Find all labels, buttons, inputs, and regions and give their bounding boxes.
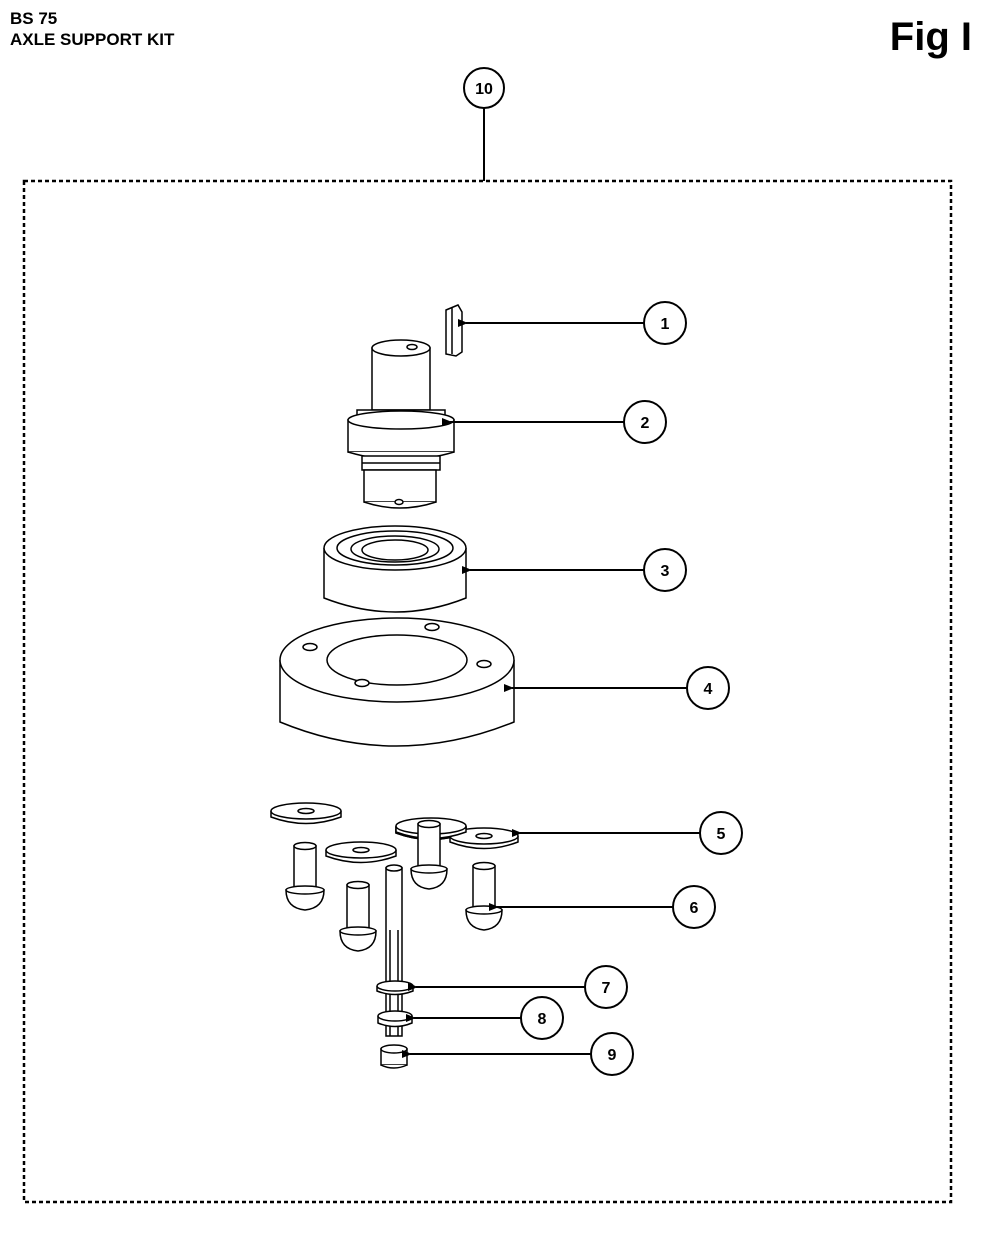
kit-title: AXLE SUPPORT KIT bbox=[10, 30, 175, 49]
kit-boundary bbox=[22, 107, 953, 1204]
callout-2[interactable]: 2 bbox=[623, 400, 667, 444]
callout-3-label: 3 bbox=[661, 563, 670, 580]
callout-9[interactable]: 9 bbox=[590, 1032, 634, 1076]
nut-icon bbox=[377, 1010, 413, 1028]
figure-label: Fig I bbox=[889, 15, 972, 59]
screw-icon bbox=[339, 880, 377, 952]
washer-icon bbox=[325, 841, 397, 864]
header: BS 75 AXLE SUPPORT KIT bbox=[10, 8, 174, 50]
callout-1-label: 1 bbox=[661, 316, 670, 333]
callout-6-label: 6 bbox=[690, 900, 699, 917]
callout-7-label: 7 bbox=[602, 980, 611, 997]
callout-4-label: 4 bbox=[704, 681, 713, 698]
callout-5-label: 5 bbox=[717, 826, 726, 843]
callout-5[interactable]: 5 bbox=[699, 811, 743, 855]
model-label: BS 75 bbox=[10, 9, 58, 28]
screw-icon bbox=[465, 861, 503, 931]
callout-3[interactable]: 3 bbox=[643, 548, 687, 592]
callout-2-label: 2 bbox=[641, 415, 650, 432]
axle-shaft-icon bbox=[347, 339, 455, 509]
callout-7[interactable]: 7 bbox=[584, 965, 628, 1009]
washer-icon bbox=[270, 802, 342, 825]
key-icon bbox=[445, 304, 463, 357]
callout-10-label: 10 bbox=[475, 81, 493, 98]
callout-6[interactable]: 6 bbox=[672, 885, 716, 929]
washer-icon bbox=[449, 827, 519, 850]
screw-icon bbox=[285, 841, 325, 911]
callout-10[interactable]: 10 bbox=[463, 67, 505, 109]
bearing-icon bbox=[323, 525, 467, 613]
leader-lines bbox=[402, 319, 700, 1058]
washer-icon bbox=[376, 980, 414, 996]
callout-9-label: 9 bbox=[608, 1047, 617, 1064]
callout-1[interactable]: 1 bbox=[643, 301, 687, 345]
callout-8-label: 8 bbox=[538, 1011, 547, 1028]
callout-4[interactable]: 4 bbox=[686, 666, 730, 710]
housing-ring-icon bbox=[279, 617, 515, 747]
screw-icon bbox=[410, 819, 448, 890]
callout-8[interactable]: 8 bbox=[520, 996, 564, 1040]
bolt-head-icon bbox=[380, 1044, 408, 1069]
